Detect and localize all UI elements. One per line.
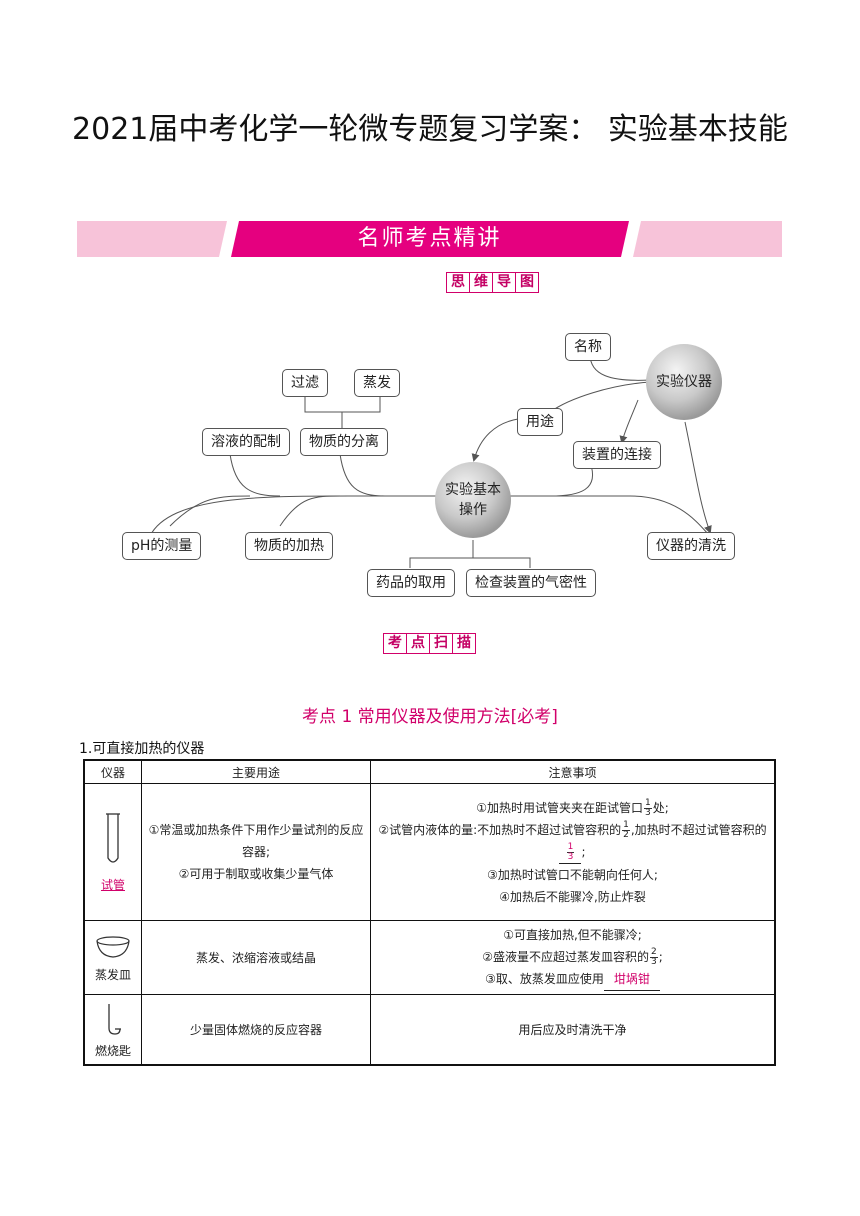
node-separation: 物质的分离 (300, 428, 388, 456)
section-title: 考点 1 常用仪器及使用方法[必考] (302, 707, 558, 727)
scan-label: 考点扫描 (383, 633, 479, 657)
table-row: 燃烧匙 少量固体燃烧的反应容器 用后应及时清洗干净 (83, 994, 776, 1065)
banner-shape (77, 221, 782, 257)
label-char: 导 (492, 272, 515, 293)
instrument-node (646, 344, 722, 420)
mindmap-label: 思维导图 (446, 272, 542, 296)
label-char: 思 (446, 272, 469, 293)
instrument-name-evaporating-dish: 蒸发皿 (94, 968, 131, 982)
note-item: ①可直接加热,但不能骤冷; (503, 928, 642, 942)
page-title: 2021届中考化学一轮微专题复习学案： 实验基本技能 (72, 112, 788, 147)
table-header-row: 仪器 主要用途 注意事项 (83, 759, 776, 784)
note-item: ③加热时试管口不能朝向任何人; (487, 867, 658, 882)
use-item: ②可用于制取或收集少量气体 (178, 867, 334, 881)
mindmap-lines (149, 344, 722, 568)
header-instrument: 仪器 (83, 759, 142, 784)
combustion-spoon-icon (108, 1003, 121, 1035)
label-char: 扫 (429, 633, 452, 654)
node-drug: 药品的取用 (367, 569, 455, 597)
node-ph: pH的测量 (122, 532, 202, 560)
table-row: 蒸发皿 蒸发、浓缩溶液或结晶 ①可直接加热,但不能骤冷; ②盛液量不应超过蒸发皿… (83, 920, 776, 995)
node-use: 用途 (517, 408, 563, 436)
node-solution: 溶液的配制 (202, 428, 290, 456)
use-cell: ①常温或加热条件下用作少量试剂的反应容器; ②可用于制取或收集少量气体 (141, 783, 371, 921)
use-cell: 少量固体燃烧的反应容器 (141, 994, 371, 1065)
node-evaporate: 蒸发 (354, 369, 400, 397)
node-connection: 装置的连接 (573, 441, 661, 469)
label-char: 点 (406, 633, 429, 654)
node-wash: 仪器的清洗 (647, 532, 735, 560)
test-tube-icon (106, 812, 120, 863)
instrument-cell: 蒸发皿 (83, 920, 142, 995)
center-node-label: 实验基本 操作 (445, 482, 501, 518)
subheading: 1.可直接加热的仪器 (79, 741, 205, 757)
instrument-cell: 燃烧匙 (83, 994, 142, 1065)
instrument-cell: 试管 (83, 783, 142, 921)
label-char: 维 (469, 272, 492, 293)
label-char: 描 (452, 633, 476, 654)
instrument-node-label: 实验仪器 (656, 374, 712, 390)
node-airtight: 检查装置的气密性 (466, 569, 596, 597)
instrument-name-combustion-spoon: 燃烧匙 (94, 1043, 131, 1058)
node-name: 名称 (565, 333, 611, 361)
header-use: 主要用途 (141, 759, 371, 784)
header-notes: 注意事项 (370, 759, 776, 784)
section-banner: 名师考点精讲 (77, 221, 782, 257)
table-row: 试管 ①常温或加热条件下用作少量试剂的反应容器; ②可用于制取或收集少量气体 ①… (83, 783, 776, 921)
instrument-name-test-tube[interactable]: 试管 (100, 877, 125, 892)
center-node (435, 462, 511, 538)
use-item: ①常温或加热条件下用作少量试剂的反应容器; (148, 823, 364, 859)
evaporating-dish-icon (96, 936, 130, 958)
label-char: 图 (515, 272, 539, 293)
node-heating: 物质的加热 (245, 532, 333, 560)
note-item: ③取、放蒸发皿应使用坩埚钳 (375, 968, 770, 991)
instrument-table: 仪器 主要用途 注意事项 试管 ①常温或加热条件下用作少量试剂的反应容器; ②可… (83, 759, 776, 1066)
note-item: ④加热后不能骤冷,防止炸裂 (499, 889, 646, 904)
label-char: 考 (383, 633, 406, 654)
banner-title: 名师考点精讲 (357, 226, 502, 251)
node-filter: 过滤 (282, 369, 328, 397)
notes-cell: 用后应及时清洗干净 (370, 994, 776, 1065)
mind-map: 实验基本 操作 实验仪器 名称 用途 装置的连接 过滤 蒸发 溶液的配制 物质的… (110, 320, 770, 610)
use-cell: 蒸发、浓缩溶液或结晶 (141, 920, 371, 995)
